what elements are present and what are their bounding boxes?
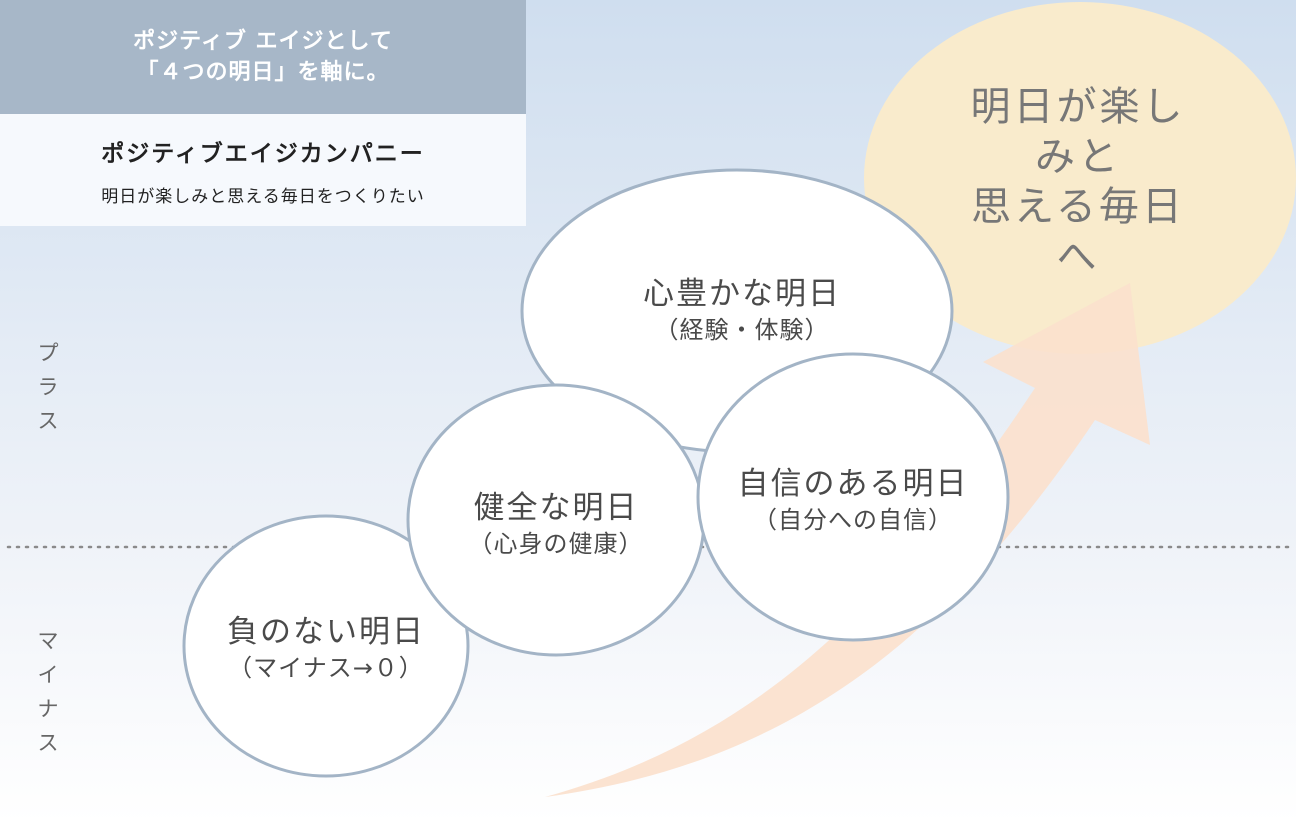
minus-char-3: ナ — [37, 697, 59, 721]
company-tagline: 明日が楽しみと思える毎日をつくりたい — [101, 186, 425, 207]
circle-subtitle: （心身の健康） — [468, 530, 644, 558]
minus-char-4: ス — [37, 731, 59, 755]
goal-line-2: 思える毎日へ — [971, 184, 1185, 280]
plus-char-1: プ — [37, 341, 59, 365]
circle-no-negative — [182, 514, 470, 778]
circle-title: 自信のある明日 — [737, 466, 969, 502]
minus-char-1: マ — [37, 629, 59, 653]
minus-char-2: イ — [37, 663, 59, 687]
circle-subtitle: （自分への自信） — [753, 506, 953, 534]
plus-char-3: ス — [37, 409, 59, 433]
circle-title: 健全な明日 — [473, 490, 639, 526]
healthy-label: 健全な明日 （心身の健康） — [469, 488, 644, 560]
heartful-label: 心豊かな明日 （経験・体験） — [643, 274, 841, 346]
circle-subtitle: （マイナス→０） — [228, 654, 424, 682]
header-panel: ポジティブ エイジとして 「４つの明日」を軸に。 ポジティブエイジカンパニー 明… — [0, 0, 526, 226]
goal-line-1: 明日が楽しみと — [970, 84, 1186, 180]
circle-subtitle: （経験・体験） — [654, 316, 830, 344]
circle-title: 心豊かな明日 — [643, 276, 841, 312]
company-box: ポジティブエイジカンパニー 明日が楽しみと思える毎日をつくりたい — [0, 114, 526, 226]
minus-axis-label: マ イ ナ ス — [36, 624, 60, 760]
plus-char-2: ラ — [37, 375, 59, 399]
banner-line-2: 「４つの明日」を軸に。 — [136, 60, 390, 85]
no-negative-label: 負のない明日 （マイナス→０） — [227, 612, 425, 684]
growth-arrow — [545, 283, 1150, 797]
plus-axis-label: プ ラ ス — [36, 336, 60, 438]
goal-ellipse — [864, 2, 1296, 354]
circle-confident — [696, 352, 1010, 642]
circle-title: 負のない明日 — [227, 614, 425, 650]
goal-label: 明日が楽しみと 思える毎日へ — [969, 82, 1187, 282]
company-name: ポジティブエイジカンパニー — [101, 139, 425, 167]
concept-banner: ポジティブ エイジとして 「４つの明日」を軸に。 — [0, 0, 526, 114]
banner-line-1: ポジティブ エイジとして — [133, 29, 393, 54]
confident-label: 自信のある明日 （自分への自信） — [738, 464, 969, 536]
